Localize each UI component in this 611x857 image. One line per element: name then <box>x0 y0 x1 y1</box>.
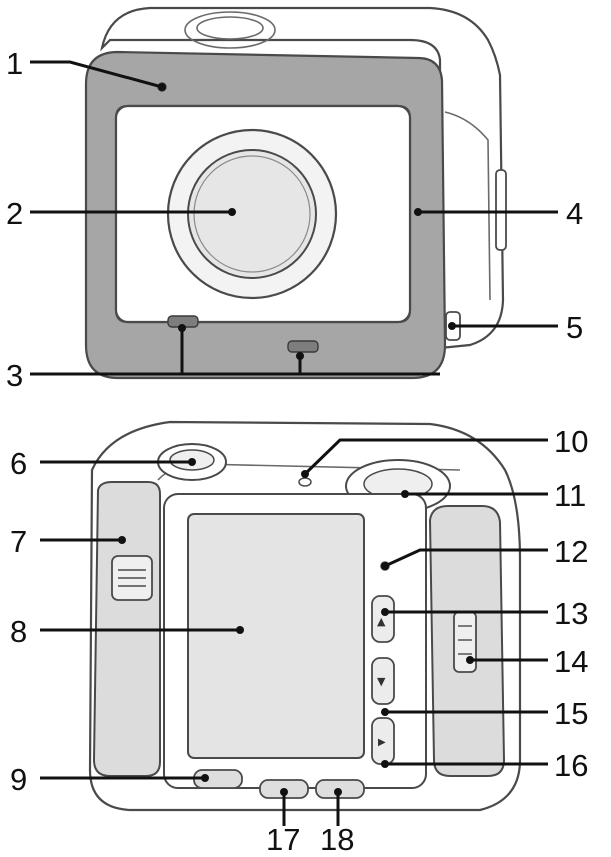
callout-13: 13 <box>554 596 588 631</box>
callout-11: 11 <box>554 478 586 513</box>
callout-7: 7 <box>10 524 27 559</box>
microphone-right <box>287 340 319 353</box>
callout-6: 6 <box>10 446 27 481</box>
callout-12: 12 <box>554 534 588 569</box>
lens <box>187 149 317 279</box>
rear-camera-body <box>88 420 522 812</box>
callout-15: 15 <box>554 696 588 731</box>
callout-16: 16 <box>554 748 588 783</box>
callout-17: 17 <box>266 822 300 857</box>
callout-8: 8 <box>10 614 27 649</box>
front-view: 1 2 3 4 5 <box>6 6 583 393</box>
callout-5: 5 <box>566 310 583 345</box>
up-button <box>371 595 395 643</box>
play-button-glyph: ▶ <box>378 737 386 748</box>
side-slot <box>495 169 507 251</box>
up-button-glyph: ▲ <box>377 615 386 628</box>
callout-2: 2 <box>6 196 23 231</box>
callout-4: 4 <box>566 196 583 231</box>
down-button-glyph: ▼ <box>377 675 386 688</box>
callout-3: 3 <box>6 358 23 393</box>
lcd-monitor <box>187 513 365 759</box>
callout-18: 18 <box>320 822 354 857</box>
down-button <box>371 657 395 705</box>
callout-14: 14 <box>554 644 588 679</box>
callout-10: 10 <box>554 424 588 459</box>
callout-1: 1 <box>6 46 23 81</box>
side-latch <box>453 611 477 673</box>
front-camera-body <box>100 6 505 350</box>
callout-9: 9 <box>10 762 27 797</box>
rear-view: ▲ ▼ ▶ <box>10 420 588 857</box>
front-top-button-left <box>184 11 276 49</box>
